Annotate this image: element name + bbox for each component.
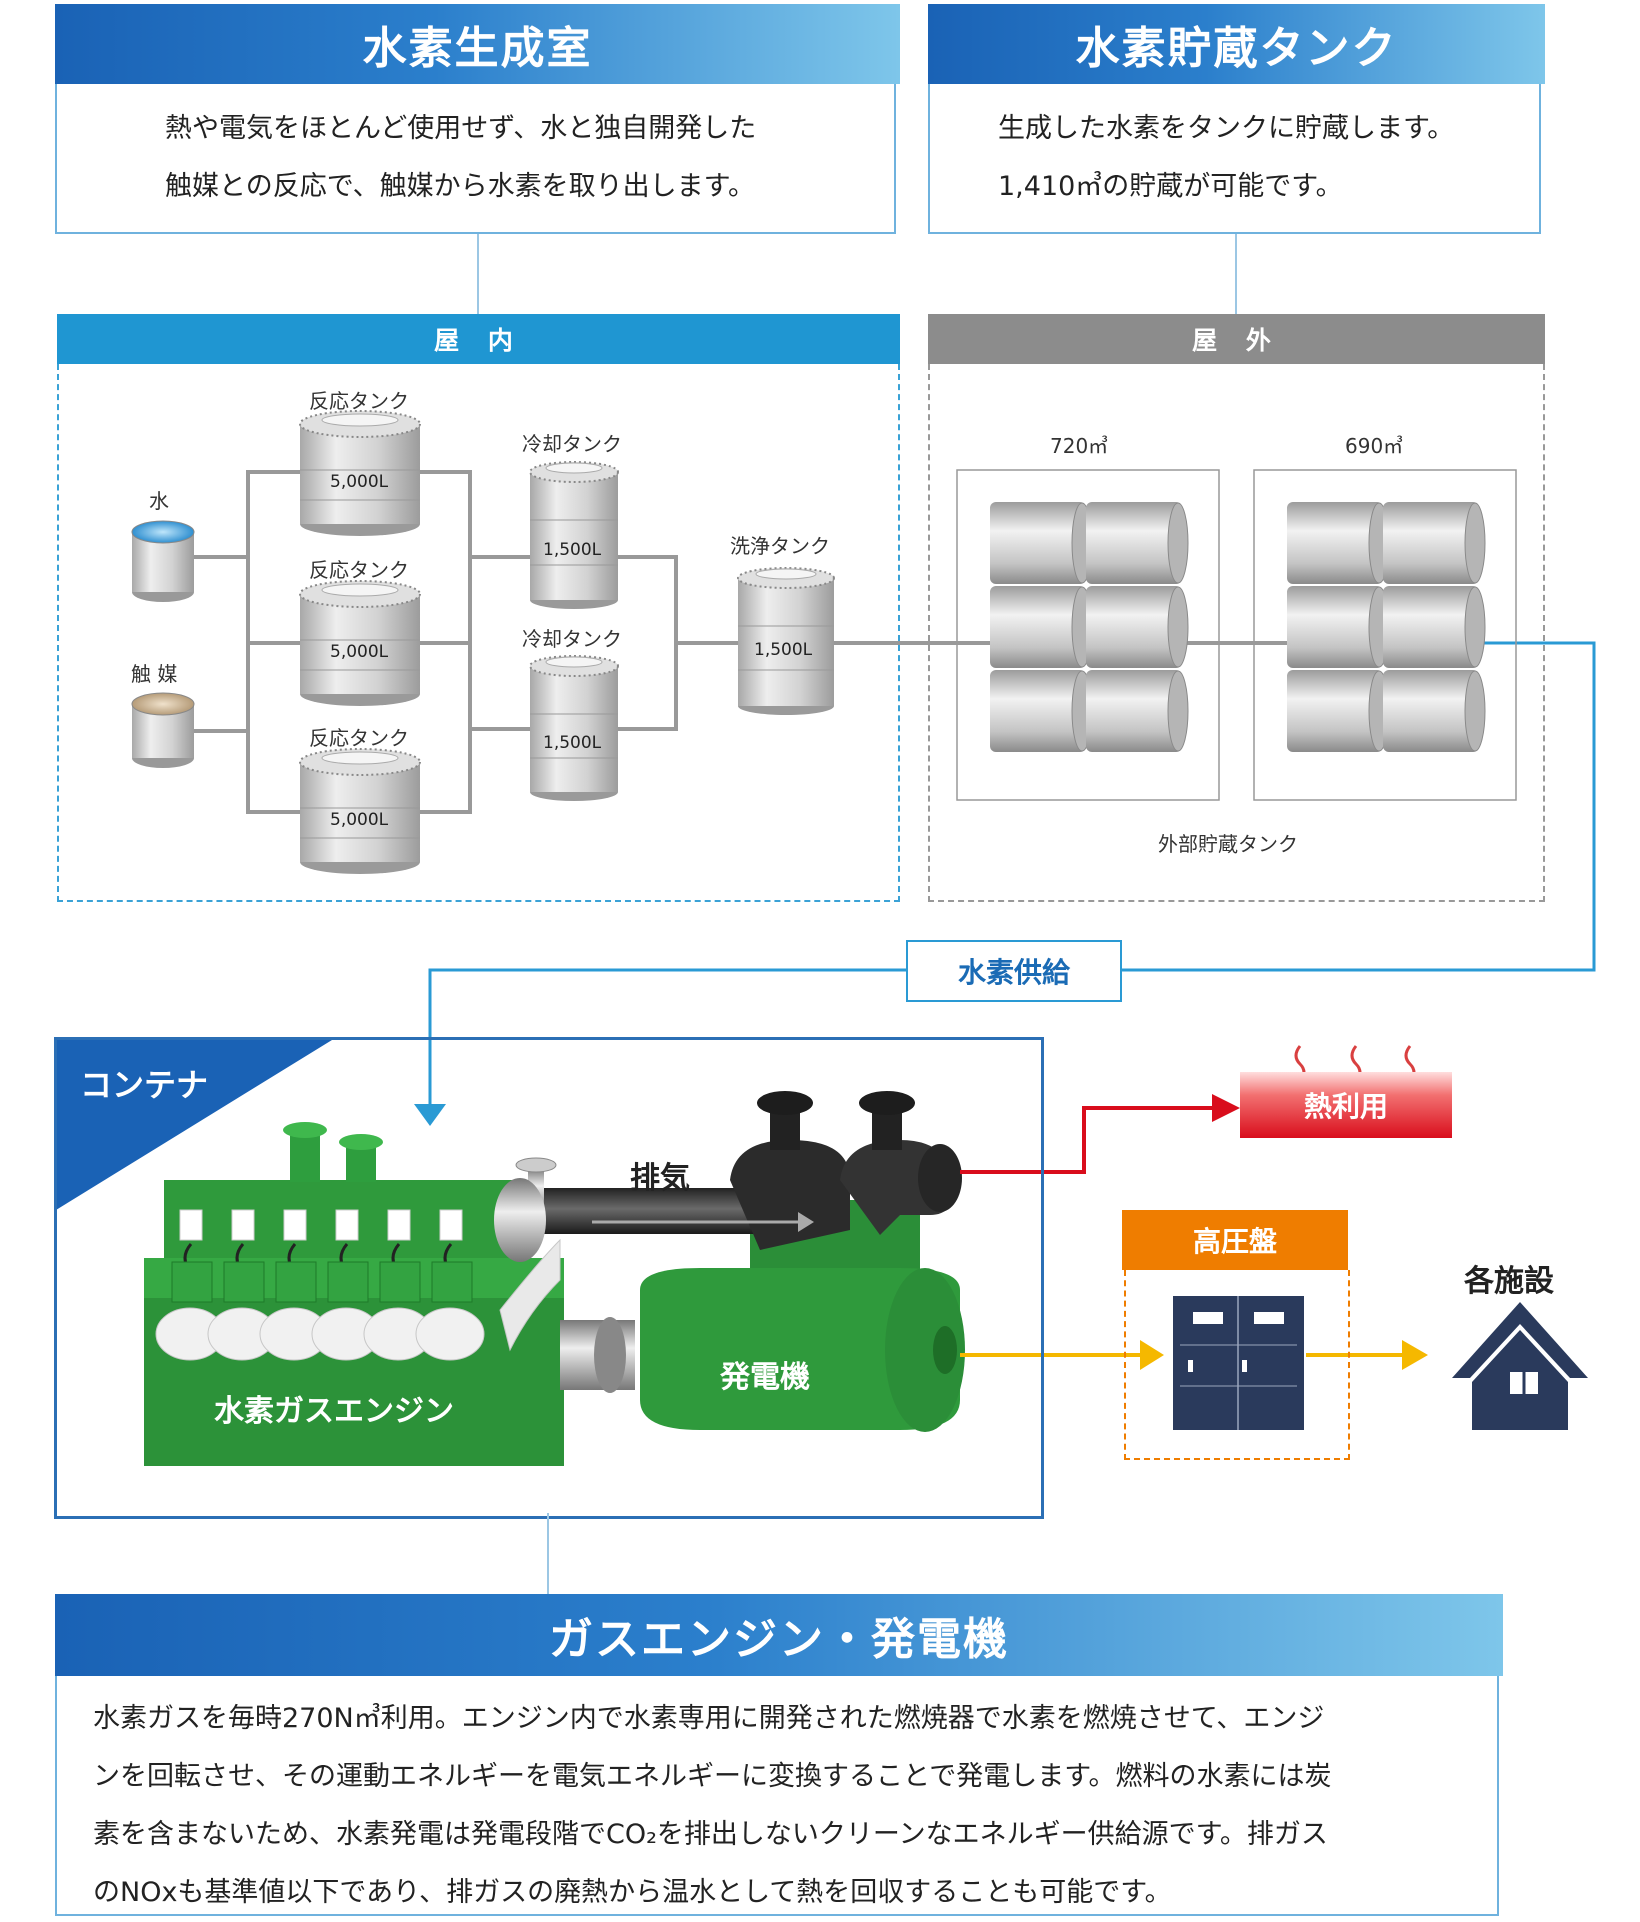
tank-bank-frame-1 [956,469,1220,801]
manifold [155,1238,561,1361]
switchgear-label: 高圧盤 [1192,1225,1277,1258]
cylinder-head [431,1209,473,1303]
desc-line: ンを回転させ、その運動エネルギーを電気エネルギーに変換することで発電します。燃料… [93,1761,1332,1792]
reaction-tank-3 [299,748,421,874]
outdoor-label: 屋 外 [1192,326,1281,355]
catalyst-label: 触 媒 [131,662,178,686]
reaction-tank-capacity: 5,000L [330,642,389,662]
cooling-tank-2 [529,655,619,801]
desc-line: 素を含まないため、水素発電は発電段階でCO₂を排出しないクリーンなエネルギー供給… [93,1819,1328,1850]
tank-bank-1 [990,502,1189,752]
tank-bank-capacity: 720㎥ [1050,434,1109,458]
tank-bank-2 [1287,502,1486,752]
heat-use-box: 熱利用 [1240,1072,1452,1138]
desc-line: 熱や電気をほとんど使用せず、水と独自開発した [165,113,757,144]
washing-tank [737,567,835,715]
header-hydrogen-generation: 水素生成室 [55,4,900,84]
heat-use-label: 熱利用 [1303,1090,1388,1123]
engine-body [144,1122,564,1466]
generator-body [560,1268,965,1432]
cylinder-heads [171,1209,473,1303]
indoor-label: 屋 内 [434,326,523,355]
hydrogen-storage-description: 生成した水素をタンクに貯蔵します。 1,410㎥の貯蔵が可能です。 [928,84,1541,234]
hydrogen-generation-description: 熱や電気をほとんど使用せず、水と独自開発した 触媒との反応で、触媒から水素を取り… [55,84,896,234]
desc-line: 1,410㎥の貯蔵が可能です。 [998,171,1343,202]
indoor-area [57,364,900,902]
storage-cylinder [1086,586,1189,668]
heat-line [960,1106,1215,1174]
reaction-tank-label: 反応タンク [309,726,409,750]
power-arrow-head-1 [1140,1340,1164,1370]
gas-engine-description: 水素ガスを毎時270N㎥利用。エンジン内で水素専用に開発された燃焼器で水素を燃焼… [55,1676,1499,1916]
desc-line: 生成した水素をタンクに貯蔵します。 [998,113,1455,144]
outdoor-bar: 屋 外 [928,314,1545,364]
container-label: コンテナ [80,1066,209,1104]
storage-cylinder [1086,670,1189,752]
facilities-label: 各施設 [1464,1264,1554,1299]
reaction-tank-label: 反応タンク [309,558,409,582]
cylinder-head [171,1209,213,1303]
desc-line: のNOxも基準値以下であり、排ガスの廃熱から温水として熱を回収することも可能です… [93,1877,1172,1908]
generator-label: 発電機 [720,1360,810,1395]
desc-line: 水素ガスを毎時270N㎥利用。エンジン内で水素専用に開発された燃焼器で水素を燃焼… [93,1703,1325,1734]
supply-arrow-head [414,1104,446,1126]
cylinder-head [327,1209,369,1303]
cylinder-head [223,1209,265,1303]
reaction-tank-1 [299,410,421,536]
header-gas-engine-title: ガスエンジン・発電機 [549,1614,1009,1665]
cooling-tank-capacity: 1,500L [543,733,602,753]
storage-cylinder [1383,670,1486,752]
house-icon [1452,1302,1588,1430]
header-hydrogen-storage-title: 水素貯蔵タンク [1075,23,1398,74]
cooling-tank-label: 冷却タンク [522,627,622,651]
hydrogen-supply-line [428,641,1596,1105]
piping [194,470,1288,814]
external-storage-caption: 外部貯蔵タンク [1158,832,1298,856]
container-label-tab [56,1040,332,1210]
manifold-duct [499,1238,561,1352]
cooling-tank-1 [529,461,619,609]
reaction-tank-capacity: 5,000L [330,810,389,830]
desc-line: 触媒との反応で、触媒から水素を取り出します。 [165,171,755,202]
tank-bank-frame-2 [1253,469,1517,801]
exhaust-label: 排気 [630,1161,690,1196]
cylinder-head [275,1209,317,1303]
water-label: 水 [149,489,169,513]
switchgear-header: 高圧盤 [1122,1210,1348,1270]
outdoor-area [928,364,1545,902]
header-gas-engine: ガスエンジン・発電機 [55,1594,1503,1676]
switchgear-area [1124,1270,1350,1460]
engine-label: 水素ガスエンジン [214,1394,454,1429]
indoor-bar: 屋 内 [57,314,900,364]
tank-bank-capacity: 690㎥ [1345,434,1404,458]
heat-arrow-head [1212,1094,1240,1122]
catalyst-vessel [131,692,195,768]
manifold-segment [415,1307,485,1361]
water-vessel [131,520,195,602]
cooling-tank-label: 冷却タンク [522,432,622,456]
storage-cylinder [1383,586,1486,668]
power-arrow-head-2 [1402,1340,1428,1370]
switchgear-cabinet [1173,1296,1304,1430]
reaction-tank-capacity: 5,000L [330,472,389,492]
storage-cylinder [1383,502,1486,584]
storage-cylinder [1086,502,1189,584]
reaction-tank-label: 反応タンク [309,389,409,413]
cylinder-head [379,1209,421,1303]
hydrogen-supply-label: 水素供給 [906,940,1122,1002]
hydrogen-supply-text: 水素供給 [957,956,1070,989]
washing-tank-label: 洗浄タンク [730,534,830,558]
reaction-tank-2 [299,580,421,706]
header-hydrogen-storage: 水素貯蔵タンク [928,4,1545,84]
cooling-tank-capacity: 1,500L [543,540,602,560]
washing-tank-capacity: 1,500L [754,640,813,660]
header-hydrogen-generation-title: 水素生成室 [362,23,593,74]
